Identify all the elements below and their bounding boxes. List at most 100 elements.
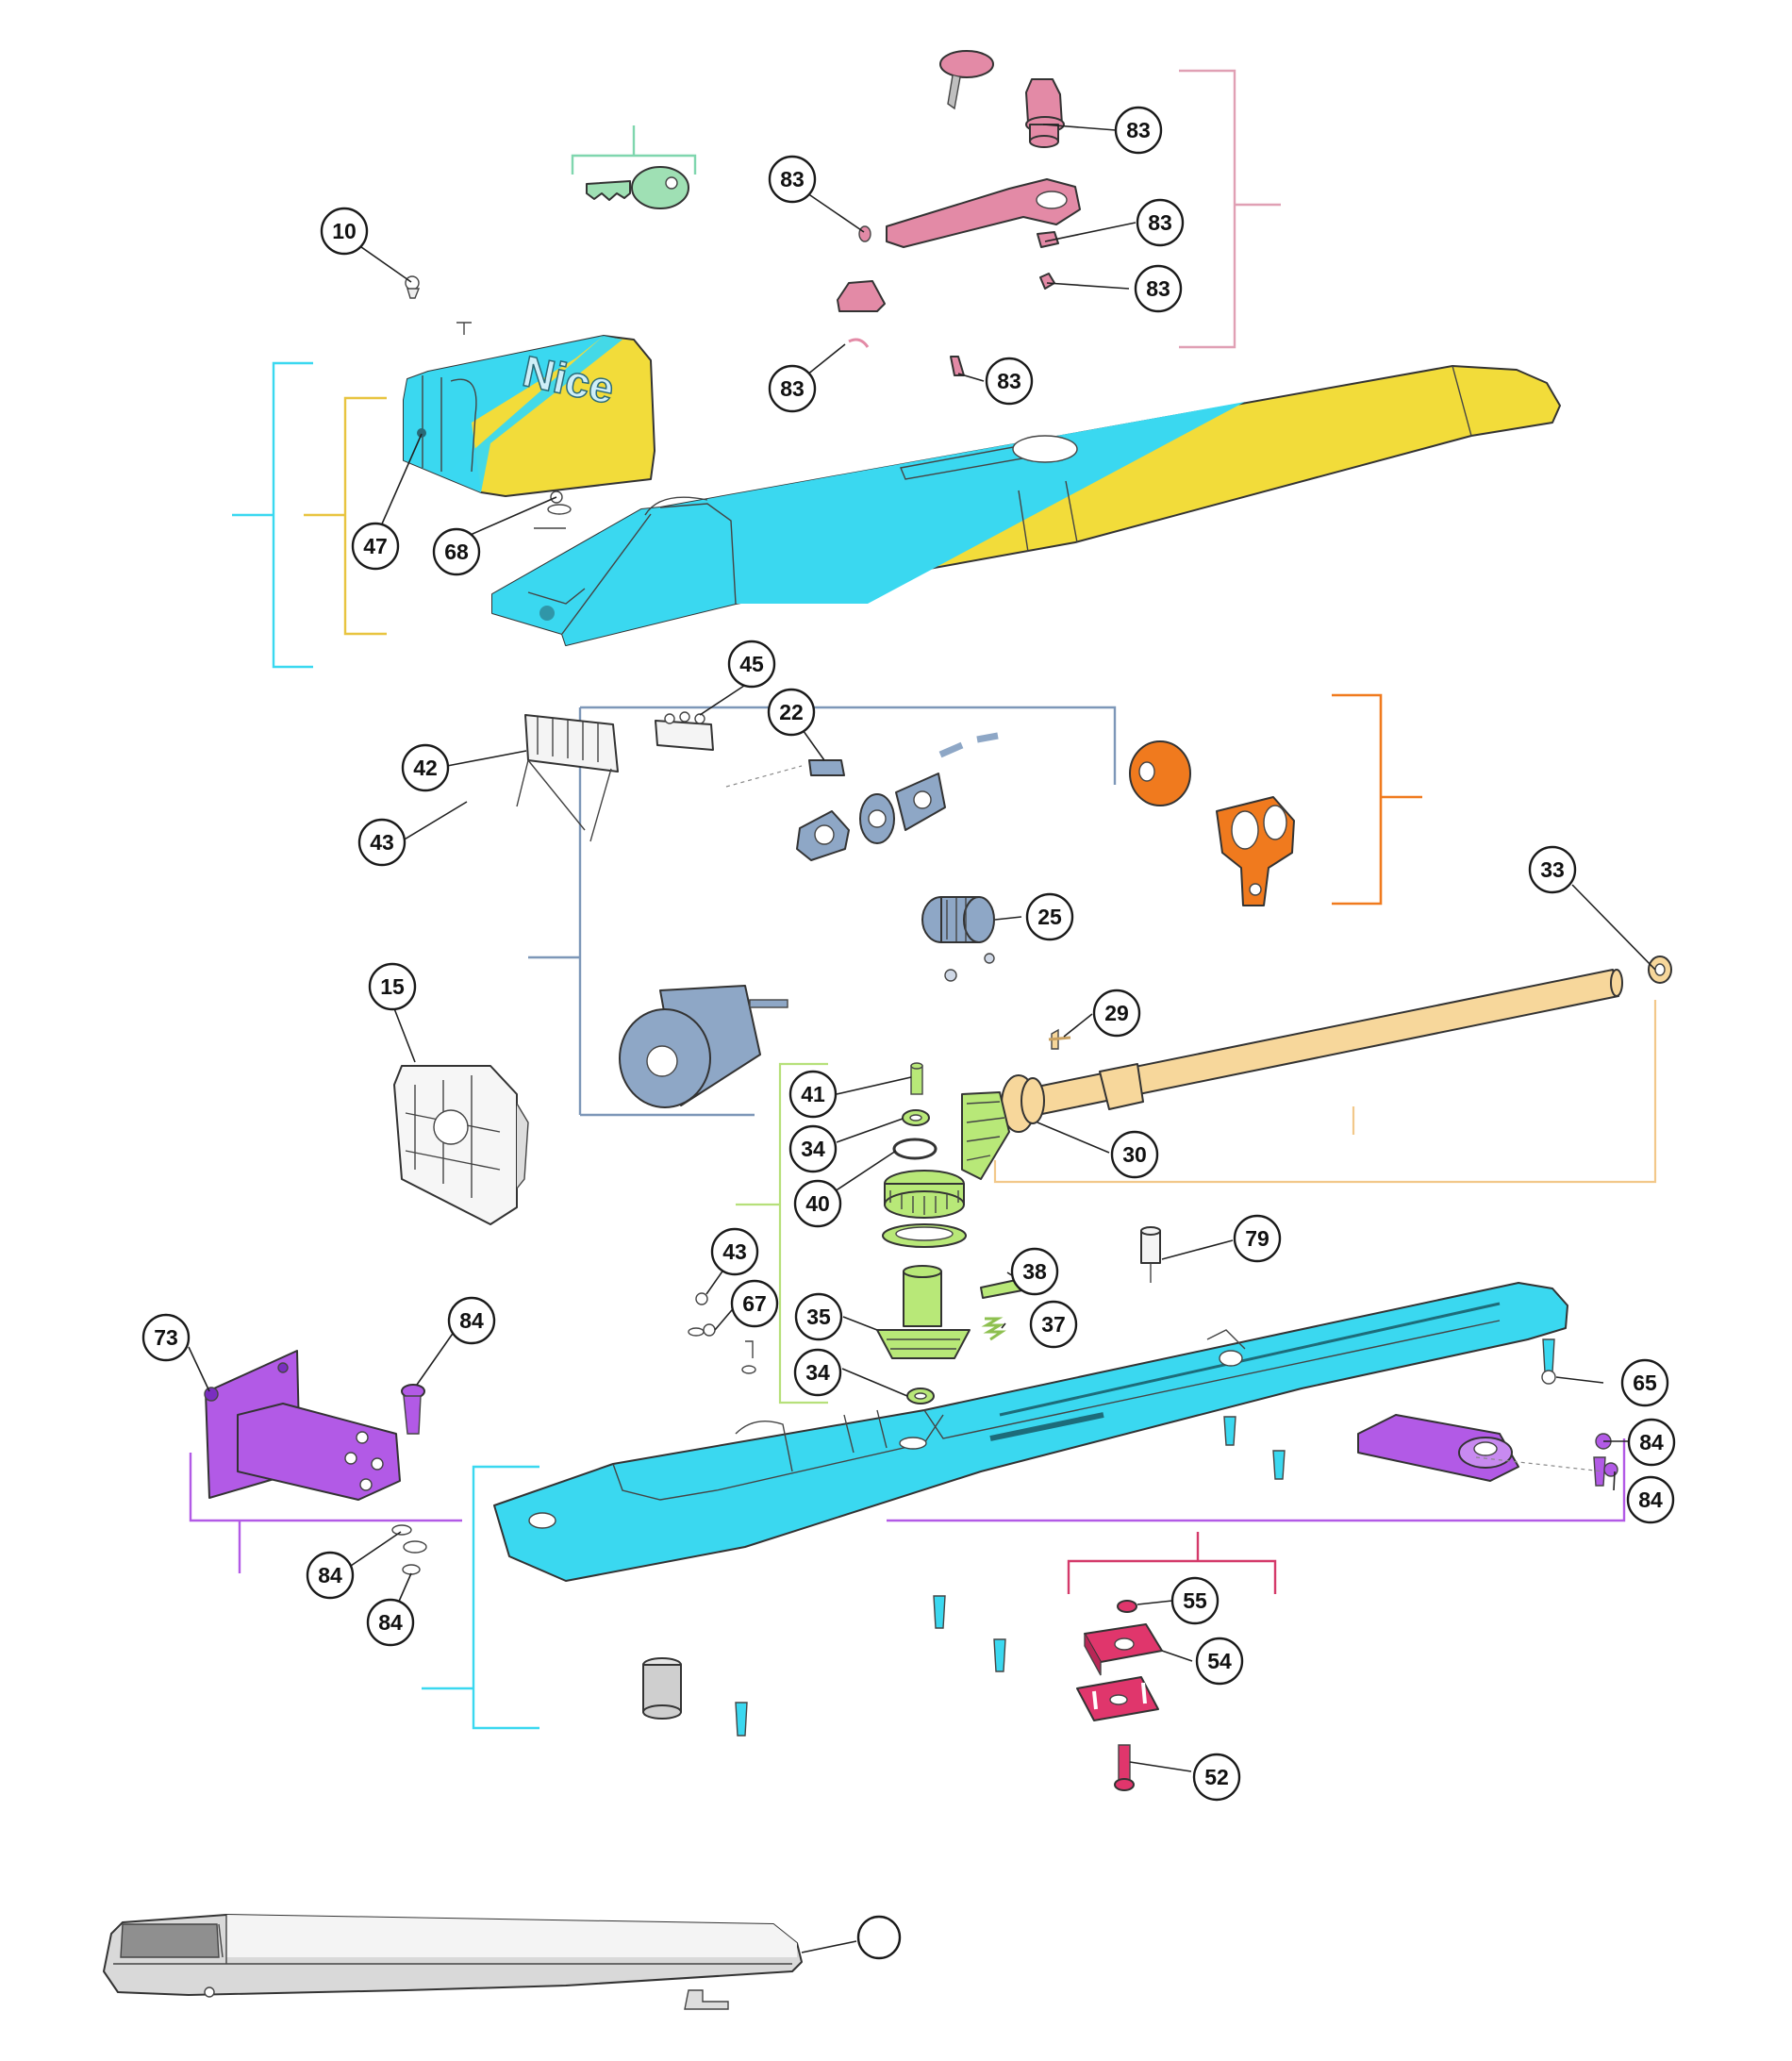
callout-45: 45	[727, 640, 776, 689]
callout-43-bottom: 43	[710, 1227, 759, 1276]
worm-gear-25	[921, 896, 995, 982]
cover-screw-68	[534, 490, 572, 529]
svg-text:34: 34	[805, 1360, 830, 1385]
bracket-magenta	[1067, 1532, 1277, 1594]
release-key-green	[586, 166, 689, 209]
base-screws	[735, 1338, 1556, 1737]
front-cover: Nice	[403, 335, 655, 497]
bolt-52	[1114, 1744, 1135, 1791]
svg-text:35: 35	[806, 1305, 831, 1329]
main-cover	[491, 365, 1561, 646]
svg-text:40: 40	[805, 1191, 830, 1216]
callout-83-lock: 83	[1114, 106, 1163, 155]
svg-text:30: 30	[1122, 1142, 1147, 1167]
svg-text:54: 54	[1207, 1649, 1232, 1673]
washer-34b	[906, 1388, 935, 1404]
callout-79: 79	[1233, 1214, 1282, 1263]
spring-37	[981, 1317, 1006, 1341]
svg-text:83: 83	[997, 369, 1021, 393]
callout-25: 25	[1025, 892, 1074, 941]
gear-ring	[882, 1223, 967, 1248]
callout-55: 55	[1170, 1576, 1220, 1625]
release-knob-pink	[939, 50, 994, 110]
leader-lines	[188, 124, 1656, 1953]
svg-text:34: 34	[801, 1137, 825, 1161]
callout-42: 42	[401, 743, 450, 792]
screw-shaft	[1001, 969, 1623, 1133]
callout-37: 37	[1029, 1300, 1078, 1349]
svg-text:83: 83	[1126, 118, 1151, 142]
cover-screw-10	[405, 275, 472, 335]
ring-40	[892, 1138, 937, 1160]
svg-text:84: 84	[378, 1610, 403, 1635]
release-lever	[886, 178, 1081, 248]
callout-34-top: 34	[788, 1124, 838, 1173]
svg-text:43: 43	[722, 1239, 747, 1264]
bracket-key	[571, 125, 697, 175]
svg-text:22: 22	[779, 700, 804, 724]
callout-84-right-bottom: 84	[1626, 1475, 1675, 1524]
bracket-washer-84	[391, 1524, 427, 1575]
callout-34-bottom: 34	[793, 1348, 842, 1397]
bracket-bolt-84	[401, 1384, 425, 1435]
callout-84-right-top: 84	[1627, 1418, 1676, 1467]
callout-52: 52	[1192, 1753, 1241, 1802]
callout-15: 15	[368, 962, 417, 1011]
rear-mount-15	[393, 1065, 529, 1225]
svg-text:38: 38	[1022, 1259, 1047, 1284]
svg-text:84: 84	[318, 1563, 342, 1587]
bracket-gear	[736, 1062, 828, 1404]
callout-38: 38	[1010, 1247, 1059, 1296]
svg-text:25: 25	[1037, 905, 1062, 929]
callout-83-pin: 83	[768, 155, 817, 204]
bracket-cover-cyan	[232, 361, 313, 669]
callout-43-top: 43	[357, 818, 407, 867]
bracket-shaft	[993, 1000, 1657, 1184]
callout-41: 41	[788, 1070, 838, 1119]
svg-text:84: 84	[1639, 1430, 1664, 1454]
callout-73: 73	[141, 1313, 191, 1362]
terminal-board-42	[516, 714, 619, 842]
assembled-operator-view	[103, 1914, 803, 2010]
release-lock-cylinder	[1025, 78, 1065, 148]
callout-54: 54	[1195, 1637, 1244, 1686]
shaft-nut-33	[1648, 956, 1672, 984]
orange-arm-connector	[1216, 796, 1295, 906]
motor	[619, 985, 788, 1108]
svg-text:83: 83	[780, 167, 805, 191]
terminal-block-45	[655, 711, 714, 751]
nut-55	[1117, 1600, 1137, 1613]
callout-83-lever: 83	[1136, 198, 1185, 247]
encoder-assembly	[725, 732, 999, 861]
bracket-purple-right	[887, 1438, 1626, 1522]
svg-text:45: 45	[739, 652, 764, 676]
bevel-gear	[961, 1091, 1010, 1180]
callout-84-washer-top: 84	[306, 1551, 355, 1600]
svg-text:83: 83	[780, 376, 805, 401]
svg-text:29: 29	[1104, 1001, 1129, 1025]
svg-text:41: 41	[801, 1082, 825, 1106]
callout-40: 40	[793, 1179, 842, 1228]
callout-30: 30	[1110, 1130, 1159, 1179]
svg-text:42: 42	[413, 756, 438, 780]
callout-83-nut: 83	[1134, 264, 1183, 313]
bracket-cover-yellow	[304, 396, 387, 636]
release-small-parts	[837, 225, 1059, 376]
output-gear-35	[876, 1265, 971, 1359]
callout-84-bolt: 84	[447, 1296, 496, 1345]
svg-text:47: 47	[363, 534, 388, 558]
callout-22: 22	[767, 688, 816, 737]
arm-plate	[1357, 1414, 1519, 1482]
callout-33: 33	[1528, 845, 1577, 894]
cable-gland	[642, 1657, 682, 1720]
svg-text:83: 83	[1146, 276, 1170, 301]
svg-text:37: 37	[1041, 1312, 1066, 1337]
svg-text:73: 73	[154, 1325, 178, 1350]
callout-68: 68	[432, 527, 481, 576]
callout-84-washer-bottom: 84	[366, 1598, 415, 1647]
base-housing	[493, 1282, 1568, 1582]
svg-text:10: 10	[332, 219, 357, 243]
svg-text:79: 79	[1245, 1226, 1269, 1251]
callout-empty	[856, 1915, 902, 1960]
